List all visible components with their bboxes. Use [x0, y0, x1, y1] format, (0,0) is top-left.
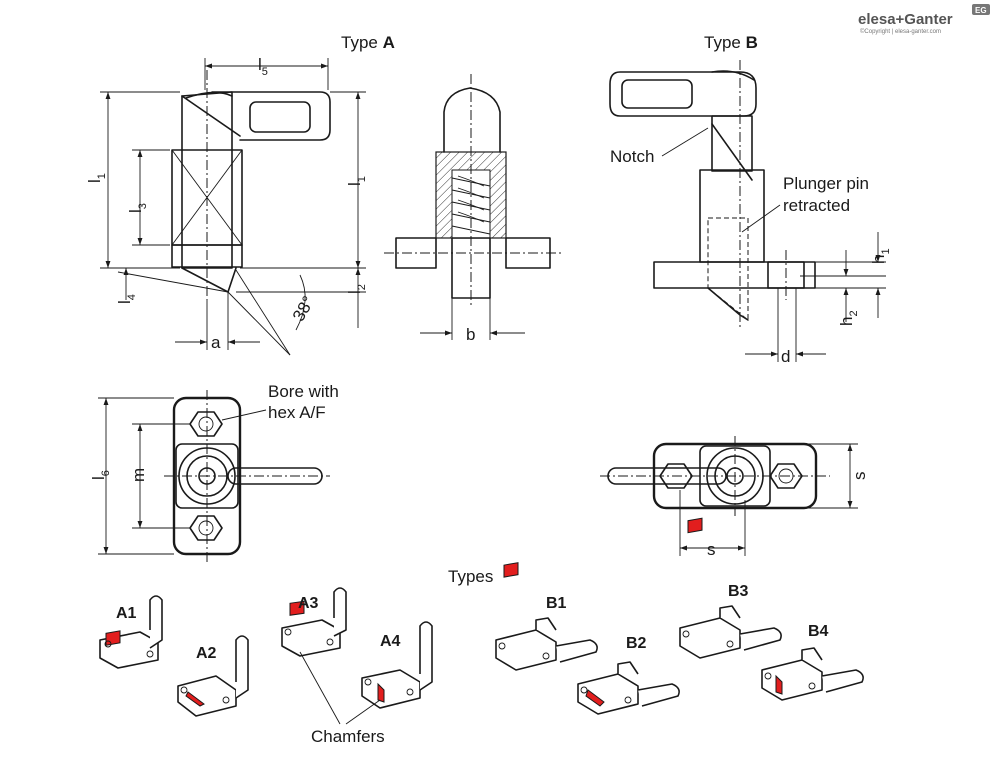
label-bore-line2: hex A/F — [268, 403, 326, 422]
dim-a: a — [211, 333, 221, 352]
brand-name: elesa+Ganter — [858, 11, 953, 28]
variant-b1: B1 — [495, 562, 598, 671]
chamfers-leader-2 — [345, 699, 381, 725]
dim-h2: h2 — [837, 310, 860, 326]
dim-h1: h1 — [869, 248, 892, 264]
label-bore-line1: Bore with — [268, 382, 339, 401]
variant-b4-label: B4 — [808, 623, 829, 640]
type-a-top-view: Bore with hex A/F l6 m — [89, 382, 339, 562]
variant-a1-label: A1 — [116, 605, 137, 622]
variant-a3: A3 — [281, 587, 347, 657]
dim-d: d — [781, 347, 790, 366]
dim-b: b — [466, 325, 475, 344]
heading-type-b: Type B — [704, 33, 758, 52]
variant-b3-label: B3 — [728, 583, 749, 600]
variant-a4-label: A4 — [380, 633, 401, 650]
heading-type-a: Type A — [341, 33, 395, 52]
variant-a2: A2 — [177, 635, 249, 717]
brand-copyright: ©Copyright | elesa-ganter.com — [860, 28, 941, 35]
type-b-side-view: Notch Plunger pin retracted h1 h2 d — [609, 60, 892, 366]
dim-l4: l4 — [115, 294, 138, 304]
label-plunger-line1: Plunger pin — [783, 174, 869, 193]
variant-b4: B4 — [761, 623, 864, 701]
dim-s-bottom: s — [707, 540, 716, 559]
brand-logo: elesa+Ganter ©Copyright | elesa-ganter.c… — [858, 4, 990, 35]
type-b-top-view: s s — [600, 436, 869, 559]
variant-b2: B2 — [577, 635, 680, 715]
dim-l1-left: l1 — [85, 173, 108, 183]
dim-l2: l2 — [345, 284, 368, 294]
dim-l5: l5 — [258, 55, 268, 78]
label-chamfers: Chamfers — [311, 727, 385, 746]
variant-a3-label: A3 — [298, 595, 319, 612]
heading-types: Types — [448, 567, 493, 586]
brand-badge-text: EG — [975, 6, 987, 15]
variant-b3: B3 — [679, 517, 782, 659]
dim-l1-right: l1 — [345, 176, 368, 186]
brand-badge — [972, 4, 990, 15]
variant-a4: A4 — [361, 621, 433, 709]
dim-m: m — [129, 468, 148, 482]
variant-b2-label: B2 — [626, 635, 647, 652]
label-notch: Notch — [610, 147, 654, 166]
variant-a2-label: A2 — [196, 645, 217, 662]
variant-b1-label: B1 — [546, 595, 567, 612]
label-plunger-line2: retracted — [783, 196, 850, 215]
chamfers-leader-1 — [299, 651, 341, 725]
dim-angle: 38° — [289, 293, 318, 325]
dim-s-right: s — [850, 472, 869, 481]
dim-l3: l3 — [126, 203, 149, 213]
type-a-side-view: l5 l1 l3 l4 l1 l2 38° a — [85, 55, 368, 356]
dim-l6: l6 — [89, 470, 112, 480]
variant-a1: A1 — [99, 595, 163, 669]
type-a-section-view: b — [384, 74, 562, 344]
